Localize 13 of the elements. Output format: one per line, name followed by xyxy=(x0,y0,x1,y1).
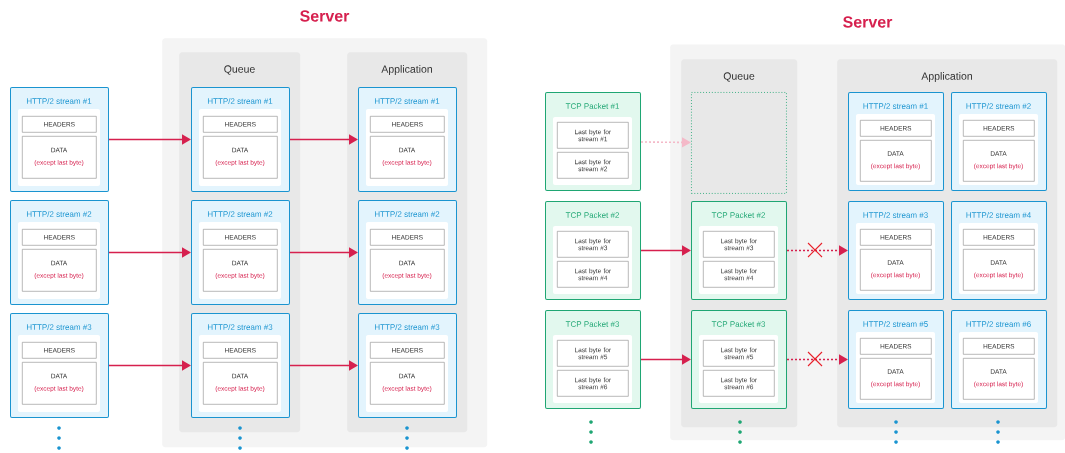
arrow xyxy=(289,247,358,258)
arrow xyxy=(108,134,191,145)
arrow xyxy=(640,354,691,365)
node-label: Server xyxy=(843,16,893,28)
arrow xyxy=(108,247,191,258)
arrow xyxy=(786,354,848,365)
arrow xyxy=(640,245,691,256)
arrow xyxy=(289,134,358,145)
arrow xyxy=(289,360,358,371)
node-label: Server xyxy=(300,10,350,22)
arrow xyxy=(786,245,848,256)
arrow xyxy=(108,360,191,371)
empty-slot xyxy=(691,92,787,194)
